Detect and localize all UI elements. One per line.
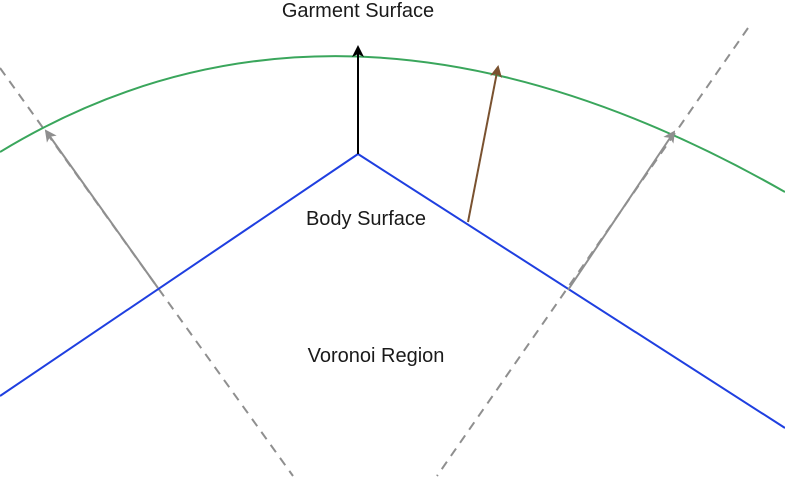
projection-ray-right [567,130,676,291]
body-surface-label: Body Surface [306,208,426,230]
garment-surface-label: Garment Surface [282,0,434,22]
projection-ray-left [44,129,159,289]
voronoi-region-label: Voronoi Region [308,345,445,367]
body-surface-line [0,152,785,429]
offset-arrow [467,65,502,223]
garment-surface-curve [0,55,785,193]
